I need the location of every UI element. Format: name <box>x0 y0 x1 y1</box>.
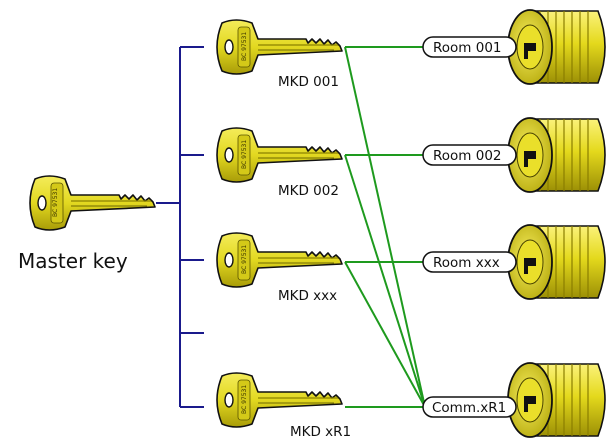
cylinder-label: Room 002 <box>433 148 502 164</box>
hierarchy-tree-lines <box>156 46 204 408</box>
cylinder-label: Room 001 <box>433 40 502 56</box>
key-stamp: BC 97531 <box>241 385 248 414</box>
key-group: BC 97531 MKD 001 BC 97531 MKD 002 BC 975… <box>216 19 351 440</box>
key-icon: BC 97531 <box>216 232 343 288</box>
cylinder-label-box <box>422 36 517 58</box>
key-label: MKD 002 <box>278 183 339 199</box>
key-stamp: BC 97531 <box>241 140 248 169</box>
cylinder-label: Room xxx <box>433 255 500 271</box>
key-stamp: BC 97531 <box>241 245 248 274</box>
key-stamp: BC 97531 <box>52 188 59 217</box>
lock-cylinder-icon <box>507 362 606 438</box>
cylinder-room-xxx: Room xxx <box>422 224 606 300</box>
cylinder-label: Comm.xR1 <box>432 400 506 416</box>
key-icon: BC 97531 <box>29 175 156 231</box>
lock-cylinder-icon <box>507 224 606 300</box>
cylinder-label-box <box>422 396 517 418</box>
master-key: BC 97531 Master key <box>18 175 156 273</box>
master-key-label: Master key <box>18 249 128 273</box>
access-links <box>344 46 426 408</box>
key-mkd-xr1: BC 97531 MKD xR1 <box>216 372 351 440</box>
key-label: MKD xxx <box>278 288 337 304</box>
key-icon: BC 97531 <box>216 19 343 75</box>
lock-cylinder-icon <box>507 9 606 85</box>
key-mkd-001: BC 97531 MKD 001 <box>216 19 343 90</box>
cylinder-label-box <box>422 251 517 273</box>
key-mkd-xxx: BC 97531 MKD xxx <box>216 232 343 304</box>
cylinder-group: Room 001 Room 002 Room xxx Comm.xR1 <box>422 9 606 438</box>
cylinder-room-002: Room 002 <box>422 117 606 193</box>
lock-cylinder-icon <box>507 117 606 193</box>
key-icon: BC 97531 <box>216 372 343 428</box>
key-stamp: BC 97531 <box>241 32 248 61</box>
key-icon: BC 97531 <box>216 127 343 183</box>
cylinder-label-box <box>422 144 517 166</box>
cylinder-comm-xr1: Comm.xR1 <box>422 362 606 438</box>
cylinder-room-001: Room 001 <box>422 9 606 85</box>
key-mkd-002: BC 97531 MKD 002 <box>216 127 343 199</box>
key-label: MKD xR1 <box>290 424 351 440</box>
key-label: MKD 001 <box>278 74 339 90</box>
